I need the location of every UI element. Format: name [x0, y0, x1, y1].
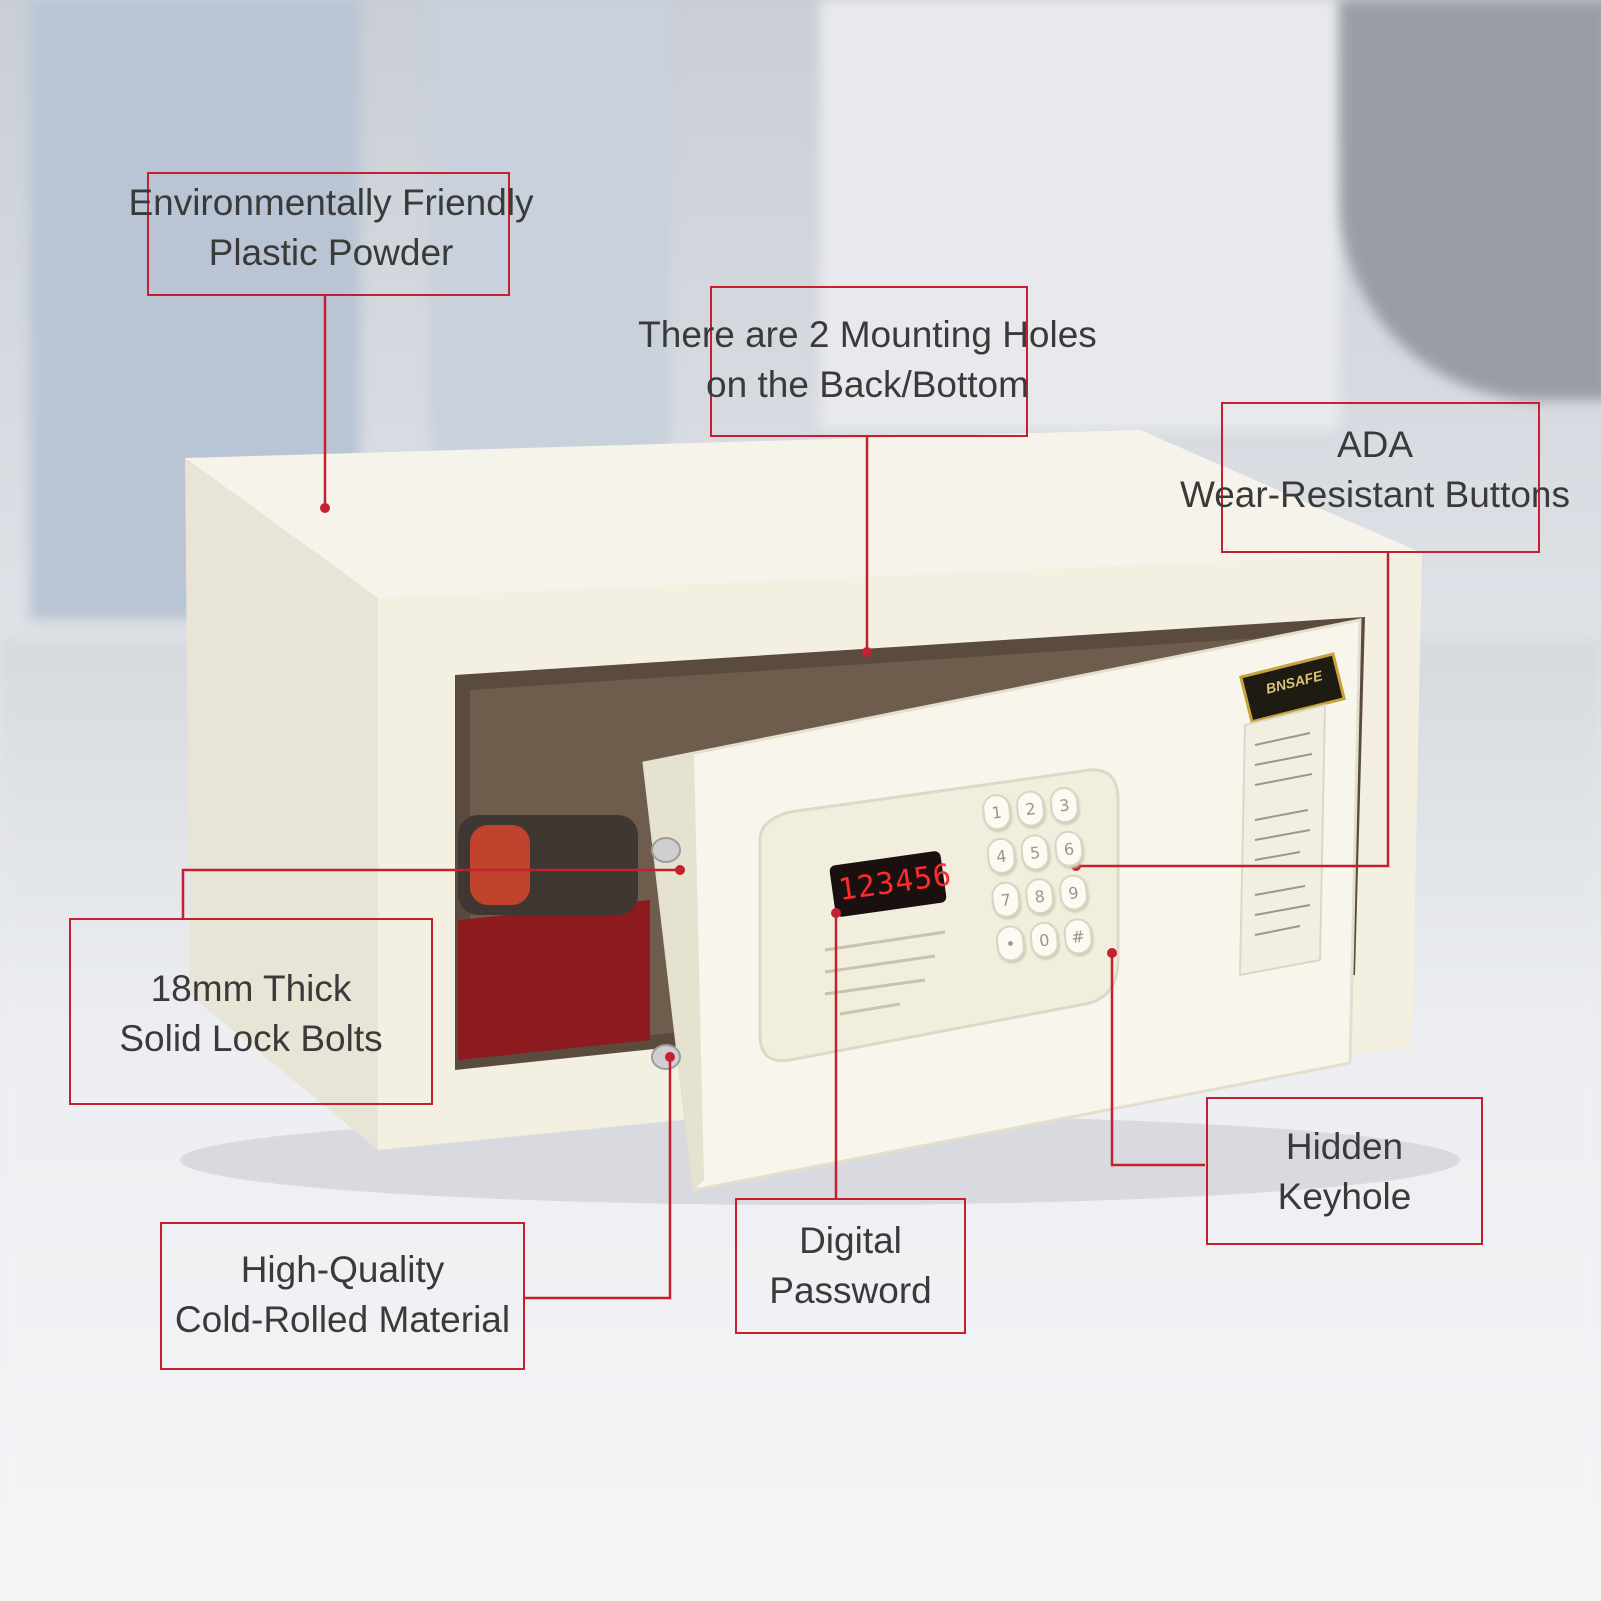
bolts-line1: 18mm Thick	[150, 968, 352, 1009]
keypad-key[interactable]: 7	[990, 880, 1022, 920]
keypad-key[interactable]: 6	[1053, 829, 1085, 869]
callout-box-mounting	[710, 286, 1028, 437]
buttons-line1: ADA	[1336, 424, 1414, 465]
callout-label-password: Digital Password	[735, 1216, 966, 1316]
material-line2: Cold-Rolled Material	[174, 1299, 511, 1340]
callout-box-password	[735, 1198, 966, 1334]
safe-top	[185, 430, 1422, 598]
keypad-key[interactable]: 2	[1014, 789, 1047, 828]
callout-label-bolts: 18mm Thick Solid Lock Bolts	[69, 964, 433, 1064]
material-line1: High-Quality	[240, 1249, 445, 1290]
safe-interior-floor	[458, 900, 650, 1060]
mounting-line1: There are 2 Mounting Holes	[638, 314, 1097, 355]
callout-box-buttons	[1221, 402, 1540, 553]
callout-label-mounting: There are 2 Mounting Holes on the Back/B…	[600, 310, 1135, 410]
callout-box-bolts	[69, 918, 433, 1105]
safe-side	[185, 458, 378, 1150]
instruction-lines	[824, 930, 946, 1016]
password-line2: Password	[769, 1270, 932, 1311]
brand-plate	[1239, 652, 1346, 724]
callout-label-powder: Environmentally Friendly Plastic Powder	[100, 178, 562, 278]
keypad-key[interactable]: 1	[980, 792, 1013, 832]
keyhole-line1: Hidden	[1285, 1126, 1404, 1167]
callout-connectors	[181, 294, 1390, 1300]
keypad-key[interactable]: 3	[1048, 785, 1081, 825]
mounting-line2: on the Back/Bottom	[706, 364, 1029, 405]
keypad-key[interactable]: 9	[1057, 873, 1090, 912]
background-window-panel	[430, 0, 670, 460]
background-wall	[820, 0, 1340, 430]
powder-line1: Environmentally Friendly	[128, 182, 534, 223]
callout-label-material: High-Quality Cold-Rolled Material	[140, 1245, 545, 1345]
callout-label-buttons: ADA Wear-Resistant Buttons	[1155, 420, 1595, 520]
keypad-key[interactable]: •	[994, 924, 1027, 963]
callout-endpoints	[320, 503, 1117, 1062]
keypad-key[interactable]: #	[1062, 916, 1094, 956]
password-line1: Digital	[799, 1220, 902, 1261]
keypad-key[interactable]: 5	[1019, 832, 1051, 872]
display-window	[829, 851, 947, 917]
callout-box-material	[160, 1222, 525, 1370]
powder-line2: Plastic Powder	[208, 232, 454, 273]
door-label-text	[1254, 732, 1313, 936]
buttons-line2: Wear-Resistant Buttons	[1179, 474, 1571, 515]
door-instruction-label	[1238, 703, 1327, 977]
bolts-line2: Solid Lock Bolts	[119, 1018, 383, 1059]
keypad-key[interactable]: 8	[1023, 876, 1056, 916]
keyhole-line2: Keyhole	[1277, 1176, 1412, 1217]
callout-box-keyhole	[1206, 1097, 1483, 1245]
keypad-key[interactable]: 4	[985, 836, 1018, 876]
callout-label-keyhole: Hidden Keyhole	[1206, 1122, 1483, 1222]
keypad-key[interactable]: 0	[1028, 920, 1061, 960]
callout-box-powder	[147, 172, 510, 296]
